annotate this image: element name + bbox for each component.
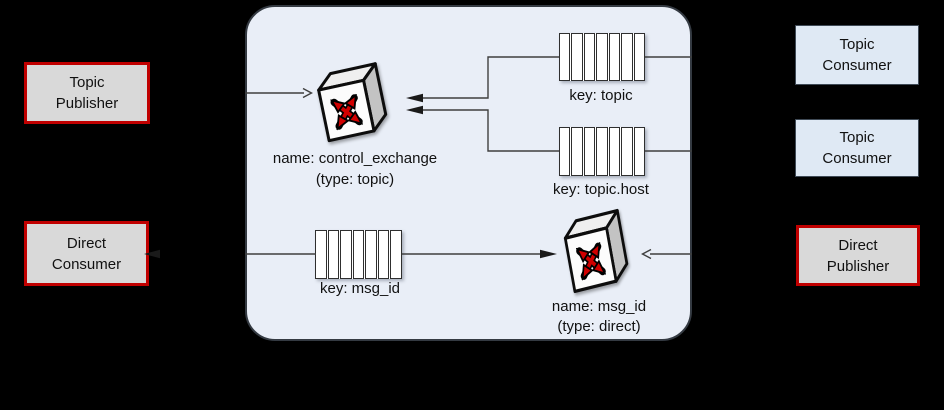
queue-cell bbox=[596, 33, 608, 81]
queue-cell bbox=[390, 230, 403, 279]
queue-cell bbox=[608, 33, 621, 81]
direct-publisher-box: Direct Publisher bbox=[796, 225, 920, 286]
queue-cell bbox=[559, 33, 571, 81]
queue-cell bbox=[365, 230, 377, 279]
direct-consumer-box: Direct Consumer bbox=[24, 221, 149, 286]
direct-exchange-type-label: (type: direct) bbox=[557, 318, 641, 335]
queue-cell bbox=[621, 127, 633, 176]
queue-cell bbox=[559, 127, 571, 176]
queue-cell bbox=[621, 33, 633, 81]
queue-msg-id-label: key: msg_id bbox=[319, 280, 401, 297]
queue-cell bbox=[583, 127, 596, 176]
topic-consumer-1-label-line2: Consumer bbox=[822, 57, 892, 74]
topic-consumer-1-label-line1: Topic bbox=[839, 36, 875, 53]
topic-consumer-2-label-line2: Consumer bbox=[822, 150, 892, 167]
queue-cell bbox=[608, 127, 621, 176]
queue-topic-host-label: key: topic.host bbox=[553, 181, 649, 198]
direct-exchange-name-label: name: msg_id bbox=[551, 298, 647, 315]
queue-cell bbox=[633, 127, 645, 176]
queue-topic-cells bbox=[559, 33, 645, 81]
direct-consumer-label-line1: Direct bbox=[66, 234, 107, 252]
queue-cell bbox=[315, 230, 327, 279]
control-exchange-type-label: (type: topic) bbox=[315, 171, 395, 188]
queue-cell bbox=[596, 127, 608, 176]
direct-consumer-label-line2: Consumer bbox=[51, 255, 122, 273]
queue-cell bbox=[571, 33, 583, 81]
queue-msg-id-cells bbox=[315, 230, 403, 279]
queue-cell bbox=[340, 230, 352, 279]
queue-cell bbox=[583, 33, 596, 81]
queue-topic-host bbox=[559, 127, 645, 176]
queue-cell bbox=[352, 230, 365, 279]
queue-topic-label: key: topic bbox=[569, 87, 633, 104]
topic-publisher-label-line2: Publisher bbox=[55, 95, 119, 112]
topic-publisher-box: Topic Publisher bbox=[24, 62, 150, 124]
queue-topic-host-cells bbox=[559, 127, 645, 176]
queue-msg-id bbox=[315, 230, 403, 279]
queue-cell bbox=[327, 230, 340, 279]
topic-consumer-1-box: Topic Consumer bbox=[795, 25, 919, 85]
direct-publisher-label-line1: Direct bbox=[838, 236, 878, 254]
topic-consumer-2-label-line1: Topic bbox=[839, 129, 875, 146]
queue-cell bbox=[377, 230, 390, 279]
queue-cell bbox=[633, 33, 645, 81]
queue-topic bbox=[559, 33, 645, 81]
direct-publisher-label-line2: Publisher bbox=[826, 257, 890, 275]
topic-consumer-2-box: Topic Consumer bbox=[795, 119, 919, 177]
topic-publisher-label-line1: Topic bbox=[69, 74, 105, 91]
queue-cell bbox=[571, 127, 583, 176]
control-exchange-name-label: name: control_exchange bbox=[272, 150, 438, 167]
